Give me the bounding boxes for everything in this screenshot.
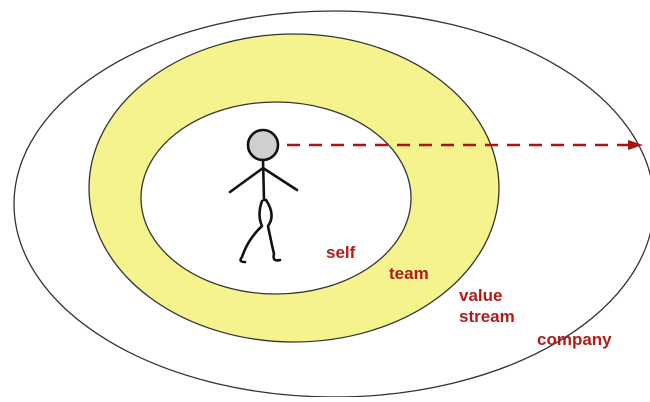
label-value-stream-line1: value — [459, 286, 502, 306]
figure-head — [248, 130, 278, 160]
figure-body — [263, 160, 264, 200]
label-company: company — [537, 330, 612, 350]
team-ring — [141, 102, 411, 294]
label-value-stream-line2: stream — [459, 307, 515, 327]
label-team: team — [389, 264, 429, 284]
label-self: self — [326, 243, 355, 263]
